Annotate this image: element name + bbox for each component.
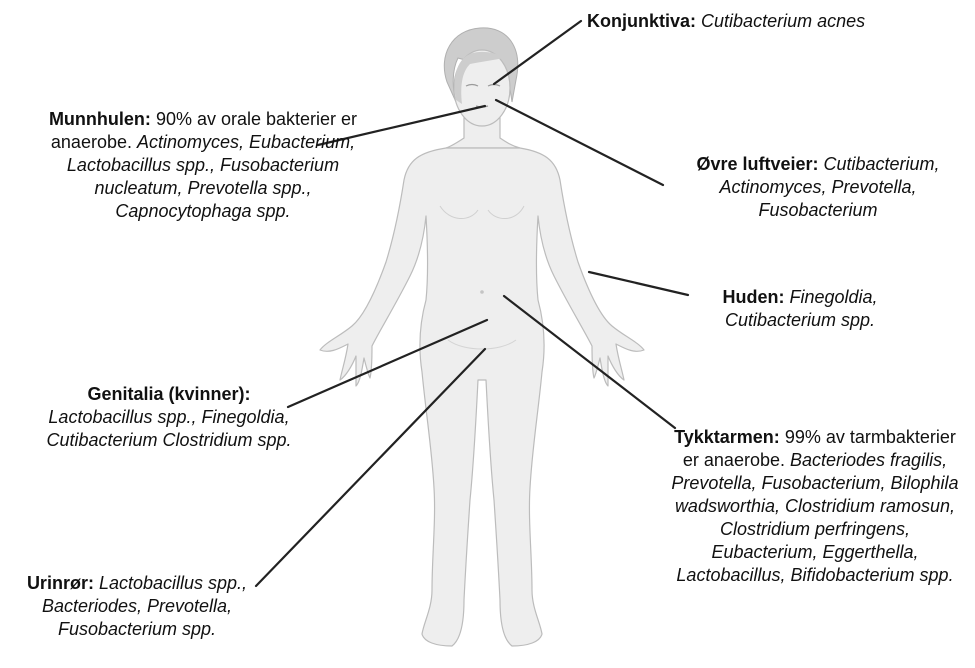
label-huden: Huden: Finegoldia, Cutibacterium spp.	[690, 286, 910, 332]
label-title: Konjunktiva:	[587, 11, 696, 31]
label-konjunktiva: Konjunktiva: Cutibacterium acnes	[587, 10, 947, 33]
label-munnhulen: Munnhulen: 90% av orale bakterier er ana…	[36, 108, 370, 223]
label-species: Lactobacillus spp., Finegoldia, Cutibact…	[46, 407, 291, 450]
label-tykktarmen: Tykktarmen: 99% av tarmbakterier er anae…	[665, 426, 965, 587]
navel	[480, 290, 484, 294]
label-title: Urinrør:	[27, 573, 94, 593]
label-title: Huden:	[722, 287, 784, 307]
label-ovre-luftveier: Øvre luftveier: Cutibacterium, Actinomyc…	[668, 153, 968, 222]
label-genitalia: Genitalia (kvinner): Lactobacillus spp.,…	[40, 383, 298, 452]
label-species: Cutibacterium acnes	[701, 11, 865, 31]
label-title: Munnhulen:	[49, 109, 151, 129]
label-title: Øvre luftveier:	[696, 154, 818, 174]
leader-line-huden	[589, 272, 688, 295]
label-title: Genitalia (kvinner):	[87, 384, 250, 404]
label-species: Bacteriodes fragilis, Prevotella, Fusoba…	[671, 450, 958, 585]
label-title: Tykktarmen:	[674, 427, 780, 447]
label-urinror: Urinrør: Lactobacillus spp., Bacteriodes…	[4, 572, 270, 641]
